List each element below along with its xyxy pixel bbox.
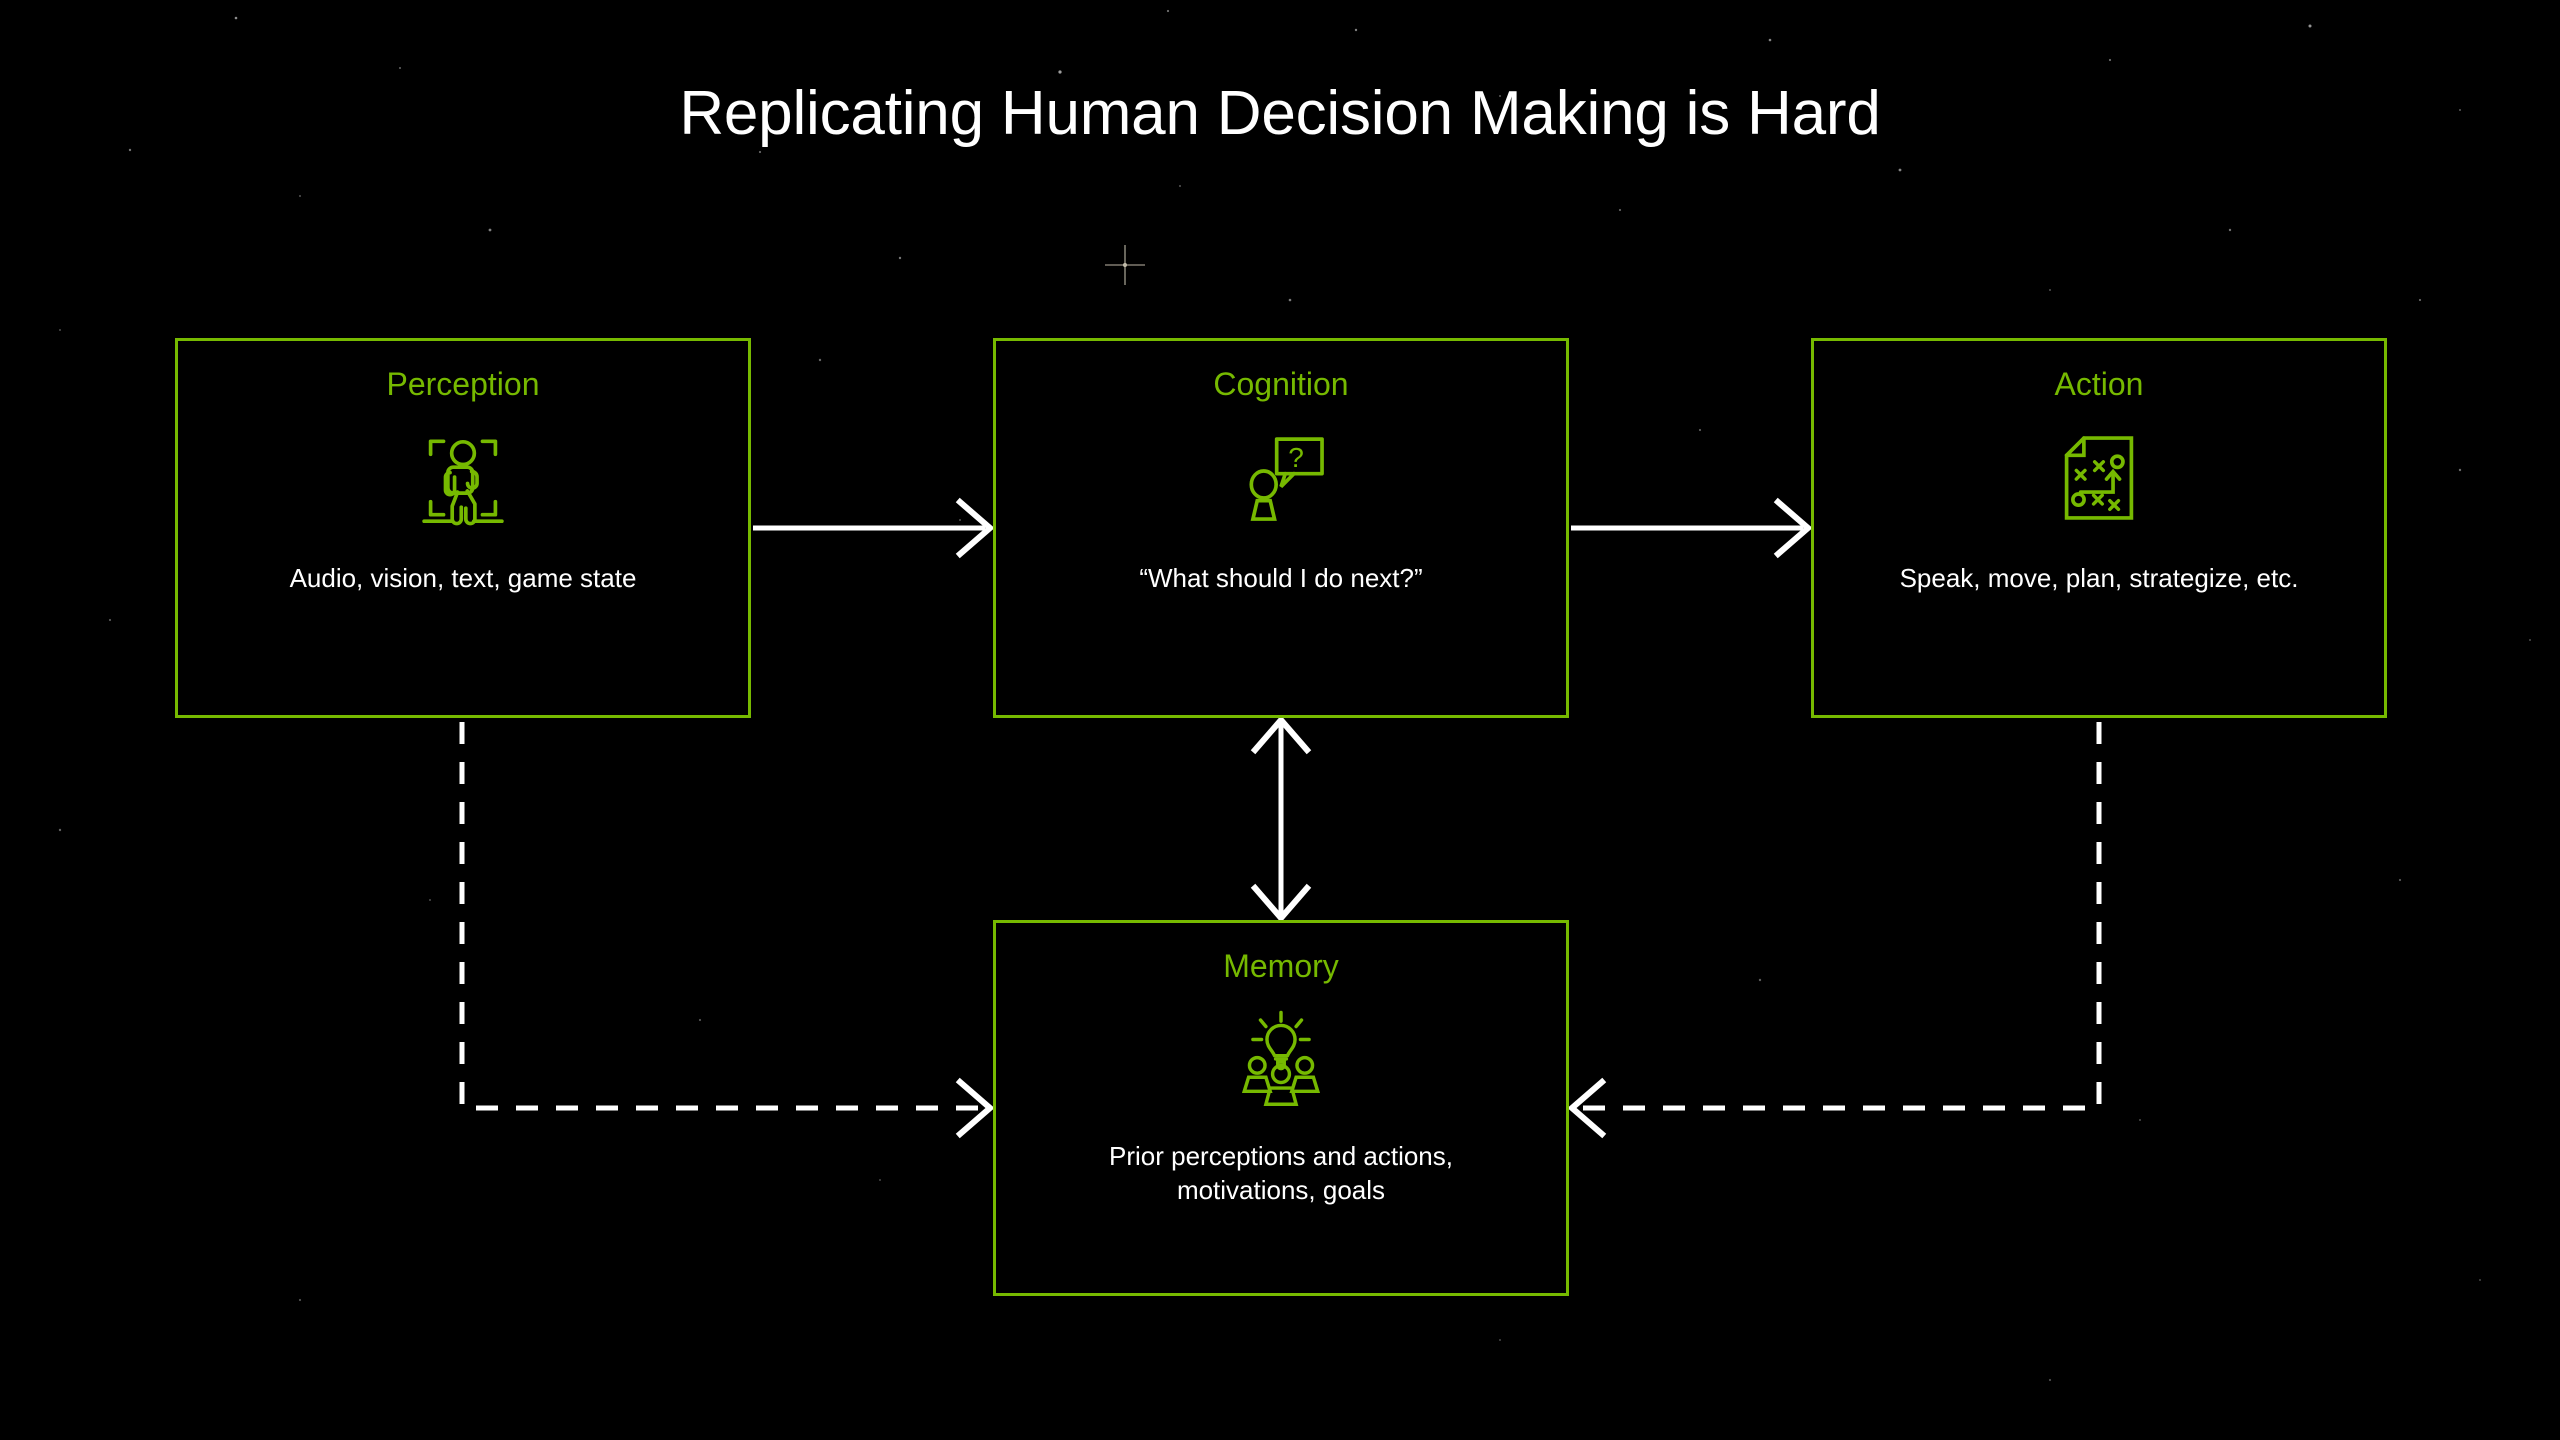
node-box-memory[interactable]: Memory Prior perceptions and actions, mo…	[993, 920, 1569, 1296]
connector-cognition-to-action	[1571, 497, 1813, 559]
node-title-perception: Perception	[386, 366, 540, 402]
strategy-playbook-document-icon	[2045, 424, 2153, 532]
node-title-cognition: Cognition	[1213, 366, 1349, 402]
question-mark-glyph: ?	[1288, 442, 1304, 473]
node-box-perception[interactable]: Perception Audio, vision, text, game sta…	[175, 338, 751, 718]
node-title-action: Action	[2054, 366, 2144, 402]
lightbulb-over-people-icon	[1227, 1006, 1335, 1114]
connector-perception-to-cognition	[753, 497, 995, 559]
walking-person-in-focus-brackets-icon	[409, 424, 517, 532]
node-box-cognition[interactable]: Cognition ? “What should I do next?”	[993, 338, 1569, 718]
node-box-action[interactable]: Action Speak, move, plan, strategi	[1811, 338, 2387, 718]
node-title-memory: Memory	[1223, 948, 1339, 984]
node-caption-action: Speak, move, plan, strategize, etc.	[1899, 563, 2299, 594]
person-with-question-speech-bubble-icon: ?	[1227, 424, 1335, 532]
node-caption-cognition: “What should I do next?”	[1139, 563, 1423, 594]
page-title: Replicating Human Decision Making is Har…	[679, 79, 1881, 148]
node-caption-memory: Prior perceptions and actions, motivatio…	[1109, 1141, 1453, 1205]
connector-action-to-memory	[1567, 722, 2102, 1139]
node-caption-perception: Audio, vision, text, game state	[289, 563, 637, 594]
connector-perception-to-memory	[459, 722, 995, 1139]
connector-cognition-memory-bidirectional	[1250, 715, 1312, 923]
